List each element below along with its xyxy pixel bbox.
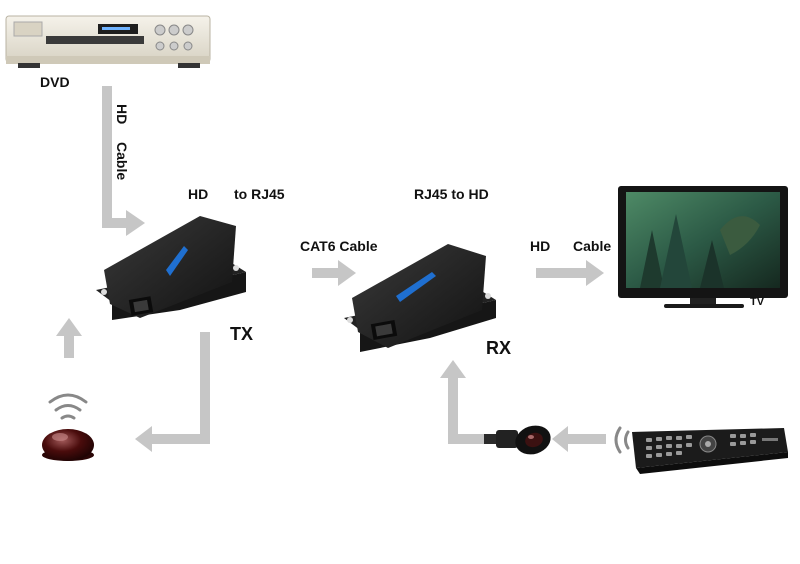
tv-icon — [618, 186, 788, 308]
dvd-label: DVD — [40, 74, 70, 90]
rx-rj45-to-hd-label: RJ45 to HD — [414, 186, 489, 202]
ir-receiver-icon — [42, 429, 94, 461]
ir-emitter-eye-icon — [484, 425, 551, 455]
tx-to-rj45-label: to RJ45 — [234, 186, 285, 202]
tv-label: TV — [750, 296, 765, 308]
tx-hd-label: HD — [188, 186, 209, 202]
tx-extender-icon — [96, 216, 246, 320]
wifi-signal-icon — [48, 393, 88, 420]
hd-cable-cable-label: Cable — [114, 142, 130, 181]
arrow-ir-to-rx — [440, 360, 606, 452]
arrow-up-ir — [56, 318, 82, 358]
arrow-dvd-to-tx — [102, 86, 145, 236]
out-hd-label: HD — [530, 238, 551, 254]
arrow-rx-to-tv — [536, 260, 604, 286]
dvd-player-icon — [5, 15, 211, 68]
remote-control-icon — [632, 428, 788, 474]
cat6-cable-label: CAT6 Cable — [300, 238, 378, 254]
arrow-tx-to-ir — [135, 332, 210, 452]
hd-cable-hd-label: HD — [114, 104, 130, 125]
remote-signal-icon — [614, 426, 630, 454]
arrow-cat6 — [312, 260, 356, 286]
rx-extender-icon — [344, 244, 496, 352]
tx-label: TX — [230, 324, 254, 344]
rx-label: RX — [486, 338, 512, 358]
out-cable-label: Cable — [573, 238, 612, 254]
